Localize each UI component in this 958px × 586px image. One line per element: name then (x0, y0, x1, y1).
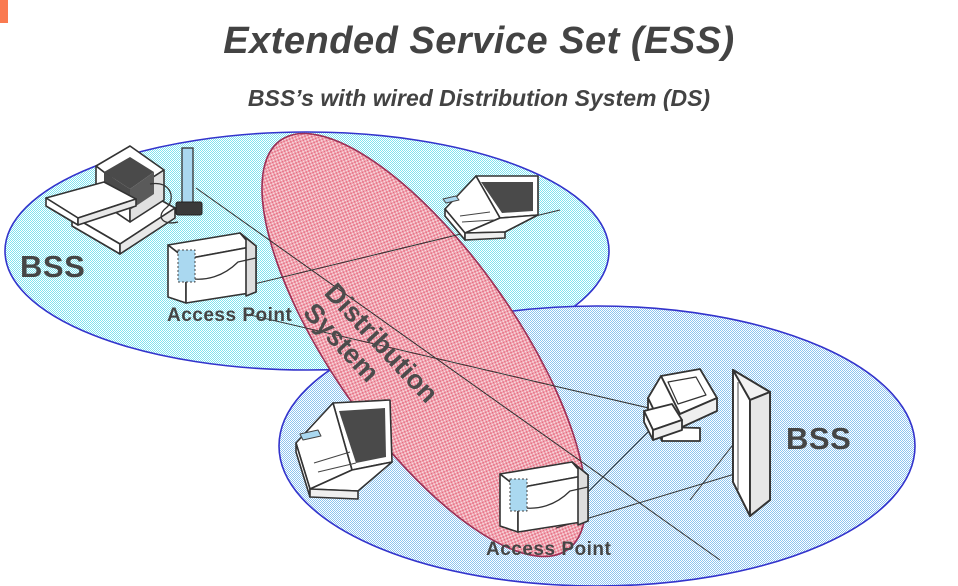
corner-accent-bar (0, 0, 8, 23)
page-subtitle: BSS’s with wired Distribution System (DS… (247, 85, 711, 111)
distribution-system-ellipse (261, 132, 587, 558)
desktop-computer (45, 145, 176, 255)
laptop-bottom (295, 399, 393, 500)
antenna-mast (175, 147, 203, 216)
access-point-top (167, 232, 257, 304)
page-title: Extended Service Set (ESS) (223, 20, 735, 62)
server-tower (732, 369, 771, 517)
printer (643, 368, 718, 442)
desktop-antenna-cable (149, 182, 179, 224)
laptop-top (442, 175, 539, 241)
access-point-bottom (499, 461, 589, 533)
